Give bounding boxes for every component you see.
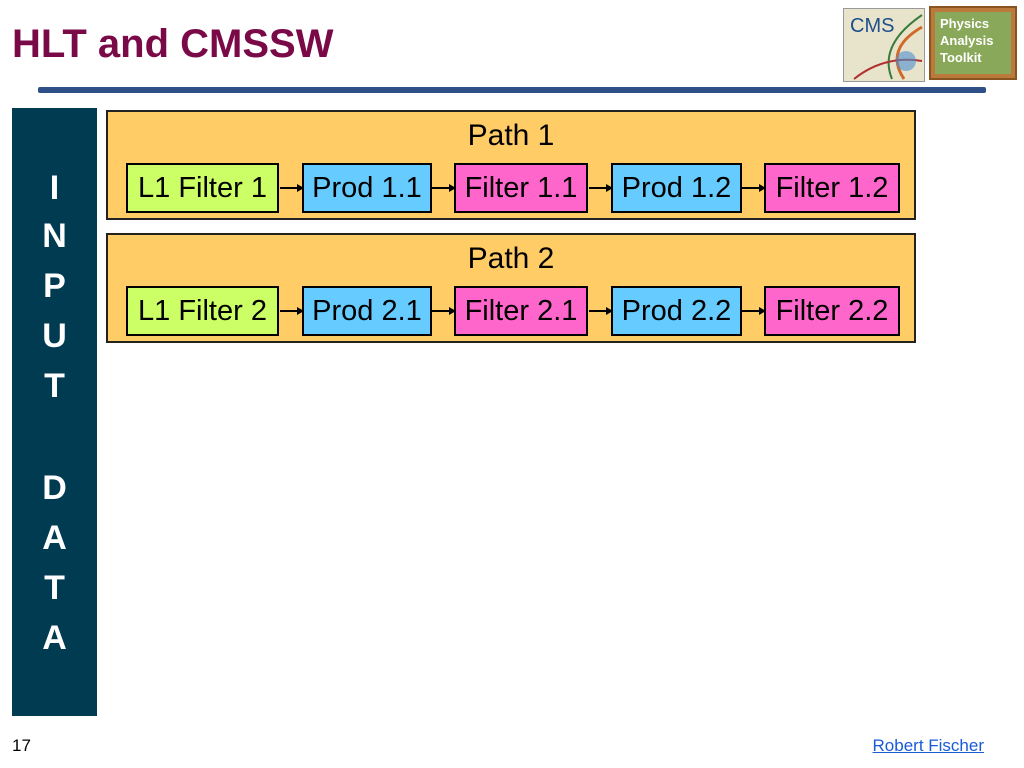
input-letter: A [42, 519, 67, 557]
path-1-box: Path 1 L1 Filter 1 Prod 1.1 Filter 1.1 P… [106, 110, 916, 220]
input-letter: P [43, 267, 66, 305]
arrow-right-icon [589, 307, 613, 315]
title-divider [38, 87, 986, 93]
cms-logo-graphic [853, 14, 923, 80]
producer-module: Prod 2.1 [302, 286, 432, 336]
pat-logo-line: Toolkit [940, 50, 982, 65]
producer-module: Prod 2.2 [611, 286, 742, 336]
path-2-box: Path 2 L1 Filter 2 Prod 2.1 Filter 2.1 P… [106, 233, 916, 343]
author-link[interactable]: Robert Fischer [872, 736, 984, 755]
arrow-right-icon [589, 184, 613, 192]
input-letter: D [42, 469, 67, 507]
arrow-right-icon [280, 307, 304, 315]
filter-module: Filter 1.2 [764, 163, 900, 213]
pat-logo-line: Physics [940, 16, 990, 31]
input-letter: T [44, 367, 65, 405]
input-letter: I [49, 169, 60, 207]
path-title: Path 1 [467, 119, 555, 152]
arrow-right-icon [742, 184, 766, 192]
l1-filter-module: L1 Filter 1 [126, 163, 279, 213]
arrow-right-icon [432, 184, 456, 192]
input-letter: T [44, 569, 65, 607]
filter-module: Filter 2.1 [454, 286, 588, 336]
logos: CMS Physics Analysis Toolkit [843, 6, 1019, 82]
path-title: Path 2 [467, 242, 555, 275]
page-number: 17 [12, 736, 31, 755]
filter-module: Filter 2.2 [764, 286, 900, 336]
slide-title: HLT and CMSSW [12, 22, 334, 66]
arrow-right-icon [432, 307, 456, 315]
input-data-panel: I N P U T D A T A [12, 108, 97, 716]
producer-module: Prod 1.2 [611, 163, 742, 213]
input-letter: N [42, 217, 67, 255]
filter-module: Filter 1.1 [454, 163, 588, 213]
input-letter: U [42, 317, 67, 355]
l1-filter-module: L1 Filter 2 [126, 286, 279, 336]
input-letter: A [42, 619, 67, 657]
arrow-right-icon [280, 184, 304, 192]
cms-logo: CMS [843, 8, 925, 82]
cms-logo-text: CMS [850, 15, 895, 37]
pat-logo: Physics Analysis Toolkit [929, 6, 1017, 80]
producer-module: Prod 1.1 [302, 163, 432, 213]
arrow-right-icon [742, 307, 766, 315]
pat-logo-line: Analysis [940, 33, 994, 48]
